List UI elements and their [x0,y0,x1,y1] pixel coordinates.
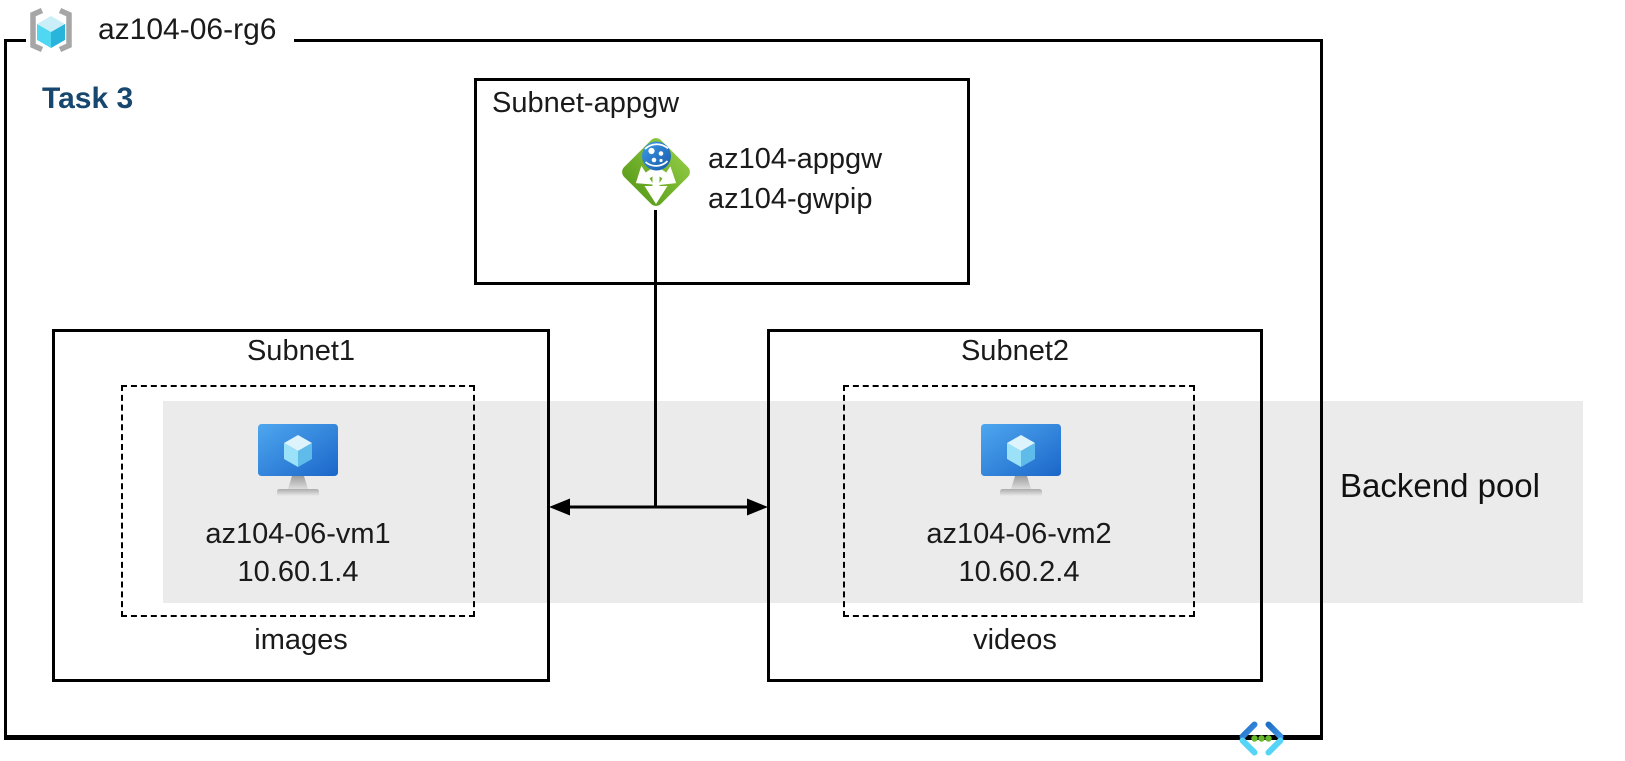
subnet2-box [767,329,1263,682]
vm2-label: az104-06-vm2 10.60.2.4 [843,515,1195,591]
task-label: Task 3 [42,82,134,115]
vm1-name: az104-06-vm1 [205,518,391,550]
subnet-appgw-title: Subnet-appgw [492,87,680,119]
vm1-label: az104-06-vm1 10.60.1.4 [121,515,475,591]
subnet2-title: Subnet2 [960,335,1070,367]
subnet1-caption: images [254,624,348,656]
virtual-machine-icon [981,424,1061,497]
backend-pool-band [163,401,1583,603]
gateway-connector-line [654,210,657,508]
vm2-name: az104-06-vm2 [926,518,1112,550]
subnet2-vm-group [843,385,1195,617]
subnet2-caption: videos [973,624,1057,656]
application-gateway-labels: az104-appgw az104-gwpip [708,139,882,219]
resource-group-icon [30,7,72,53]
application-gateway-icon [622,138,690,206]
subnet1-box [52,329,550,682]
subnet-appgw-box [474,78,970,285]
subnet1-vm-group [121,385,475,617]
vm2-ip: 10.60.2.4 [958,556,1080,588]
backend-pool-label: Backend pool [1340,467,1540,504]
resource-group-name: az104-06-rg6 [98,13,277,46]
virtual-machine-icon [258,424,338,497]
vm1-ip: 10.60.1.4 [237,556,359,588]
application-gateway-name: az104-appgw [708,143,883,175]
subnet1-title: Subnet1 [246,335,356,367]
gateway-public-ip-name: az104-gwpip [708,183,873,215]
resource-group-boundary [4,39,1323,740]
virtual-network-icon [1239,721,1284,756]
bidirectional-arrow [549,498,768,516]
resource-group-header: az104-06-rg6 [26,4,295,56]
